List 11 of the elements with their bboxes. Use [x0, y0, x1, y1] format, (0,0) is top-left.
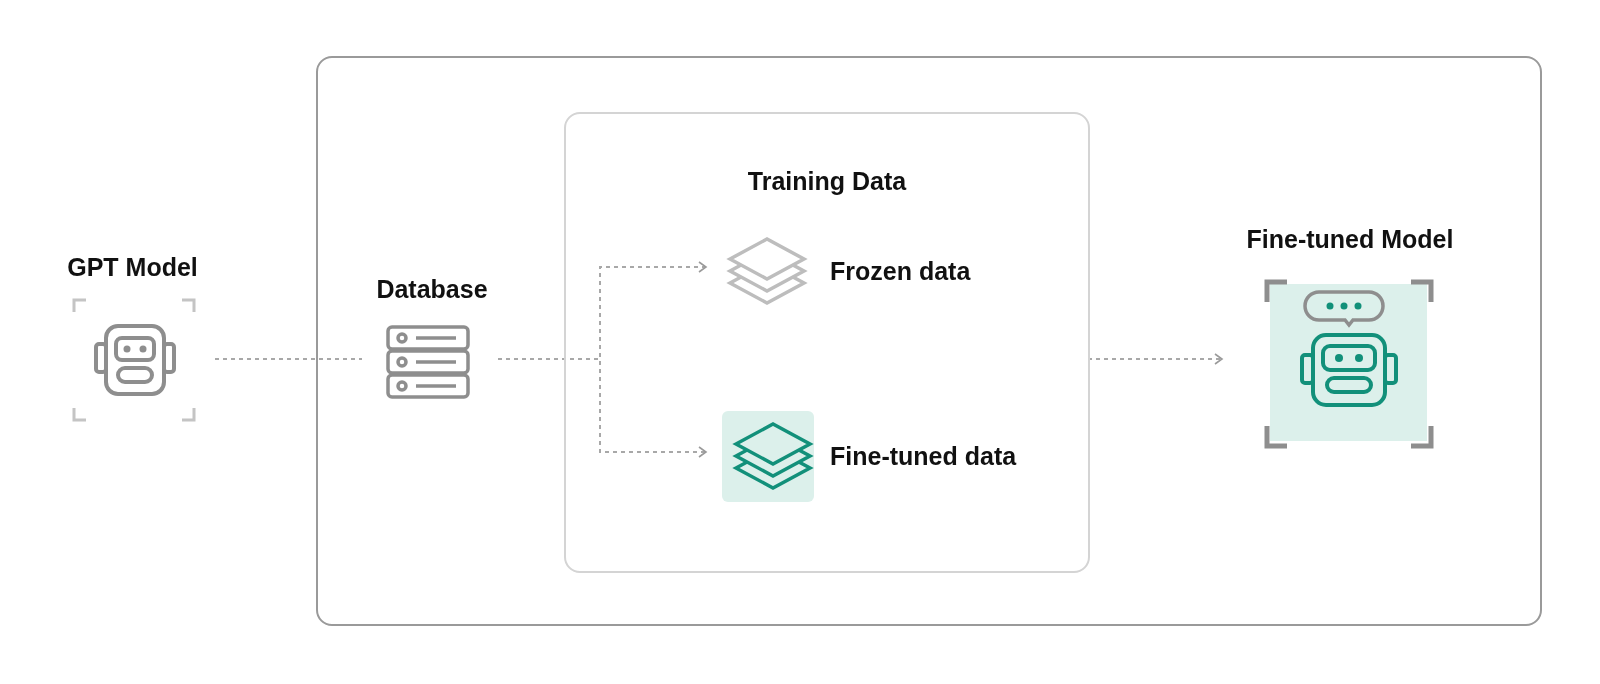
dashed-arrow	[1087, 353, 1223, 365]
node-label: Fine-tuned data	[830, 441, 1017, 471]
panel-title: Training Data	[746, 166, 908, 196]
dashed-line	[214, 358, 363, 360]
node-label: Frozen data	[830, 256, 971, 286]
node-title: Database	[375, 274, 489, 304]
outer-panel	[316, 56, 1542, 626]
node-title: GPT Model	[66, 252, 199, 282]
dashed-arrow	[497, 358, 707, 458]
training-data-panel	[564, 112, 1090, 573]
node-title: Fine-tuned Model	[1245, 224, 1455, 254]
